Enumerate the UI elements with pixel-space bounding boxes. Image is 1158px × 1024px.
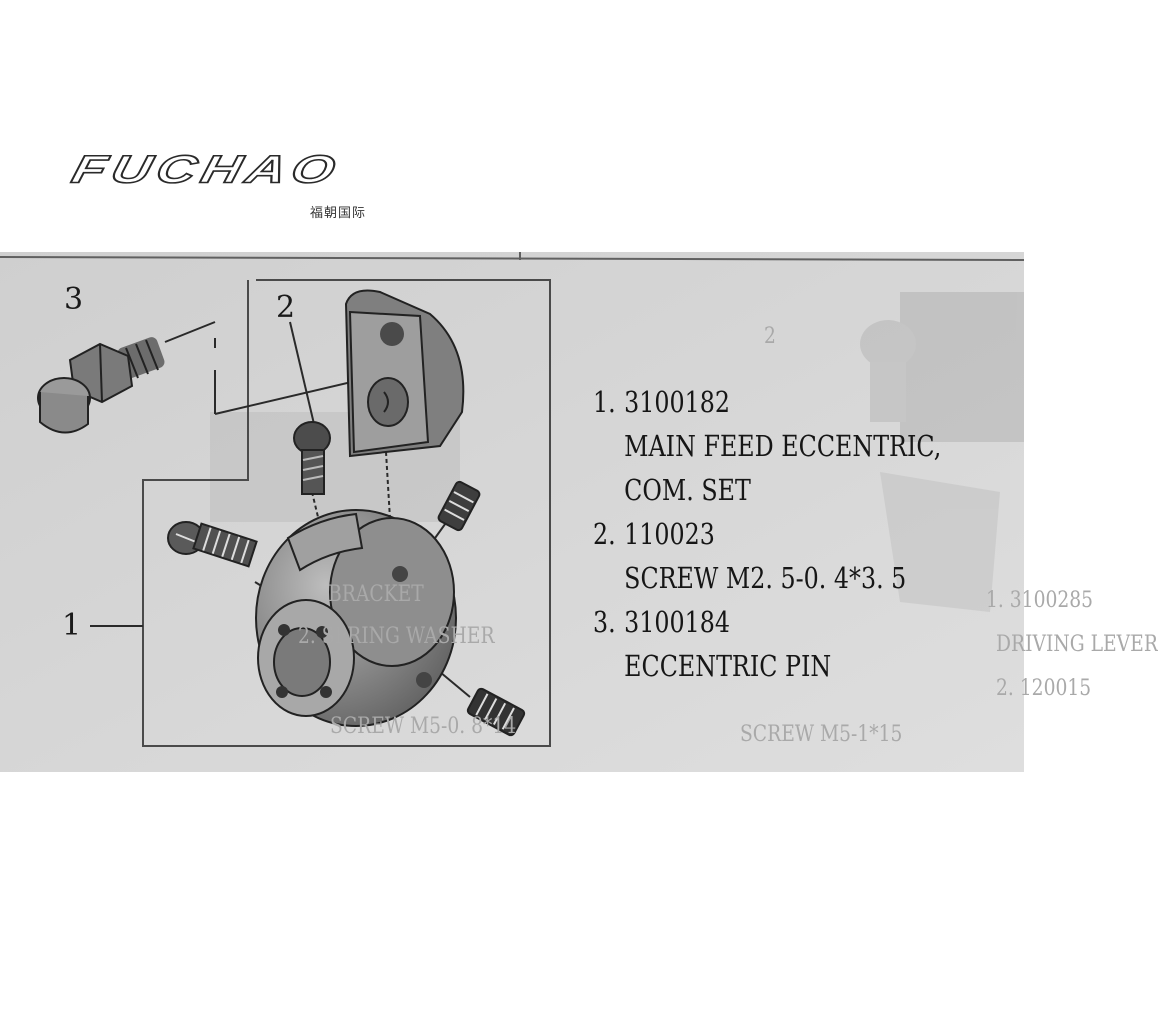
part-code: 3100184: [624, 605, 731, 639]
callout-3: 3: [64, 282, 84, 317]
part-number: 3.: [593, 605, 616, 639]
ghost-text-6: 2. SPRING WASHER: [298, 624, 495, 649]
feed-fork-plate: [344, 289, 465, 458]
ghost-text-7: SCREW M5-0. 8*14: [330, 714, 517, 739]
part-number: 2.: [593, 517, 616, 551]
parts-list-item: 3.3100184 ECCENTRIC PIN: [593, 600, 929, 688]
callout-1: 1: [62, 608, 82, 643]
parts-manual-scan: 3 2 1 1. 3100285 DRIVING LEVER 2. 120015…: [0, 252, 1158, 772]
diagram-frame: [142, 279, 551, 747]
ghost-text-8: 2: [764, 324, 776, 349]
ghost-text-5: BRACKET: [328, 582, 424, 607]
part-description: MAIN FEED ECCENTRIC,: [624, 429, 942, 463]
ghost-text-3: 2. 120015: [996, 676, 1092, 701]
leader-lines: [90, 321, 471, 698]
exploded-view-drawing: [0, 252, 1025, 772]
brand-subtitle: 福朝国际: [310, 206, 367, 221]
callout-2: 2: [276, 290, 296, 325]
side-screw-part: [167, 521, 258, 568]
set-screw-upper: [437, 480, 481, 532]
main-feed-eccentric-body: [255, 509, 457, 727]
part-description: SCREW M2. 5-0. 4*3. 5: [624, 561, 907, 595]
parts-list-item: 1.3100182 MAIN FEED ECCENTRIC, COM. SET: [593, 380, 942, 512]
brand-wordmark: FUCHAO: [67, 147, 347, 192]
ghost-text-2: DRIVING LEVER: [996, 632, 1158, 657]
brand-logo: FUCHAO 福朝国际: [67, 147, 408, 230]
part-code: 3100182: [624, 385, 731, 419]
part-code: 110023: [624, 517, 715, 551]
parts-list: 1.3100182 MAIN FEED ECCENTRIC, COM. SET …: [593, 380, 942, 688]
part-number: 1.: [593, 385, 616, 419]
parts-list-item: 2.110023 SCREW M2. 5-0. 4*3. 5: [593, 512, 929, 600]
ghost-text-1: 1. 3100285: [986, 588, 1094, 613]
part-description: COM. SET: [624, 473, 751, 507]
part-description: ECCENTRIC PIN: [624, 649, 832, 683]
screw-part: [293, 421, 331, 495]
set-screw-lower: [466, 687, 526, 737]
ghost-text-4: SCREW M5-1*15: [740, 722, 903, 747]
eccentric-pin-part: [37, 337, 165, 434]
